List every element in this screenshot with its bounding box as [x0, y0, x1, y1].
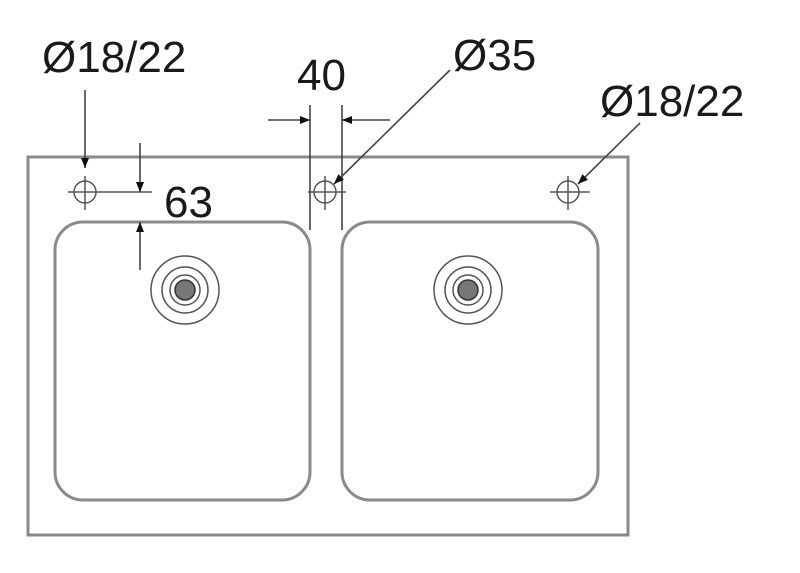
- tap-hole-left: [68, 176, 152, 210]
- label-tap-hole-right: Ø18/22: [600, 77, 744, 126]
- label-tap-hole-center: Ø35: [453, 31, 536, 80]
- left-drain-icon: [150, 255, 220, 325]
- label-tap-hole-left: Ø18/22: [42, 33, 186, 82]
- dimension-right-leader: [577, 122, 641, 185]
- label-spacing-40: 40: [297, 51, 346, 100]
- tap-hole-center: [308, 176, 346, 210]
- right-basin: [340, 220, 600, 502]
- right-drain-icon: [433, 255, 503, 325]
- dimension-center-leader: [333, 69, 451, 185]
- label-edge-offset-63: 63: [164, 178, 213, 227]
- dimension-40: [268, 105, 390, 230]
- left-basin: [53, 220, 312, 502]
- countertop-outline: [26, 155, 630, 537]
- tap-hole-right: [550, 176, 590, 210]
